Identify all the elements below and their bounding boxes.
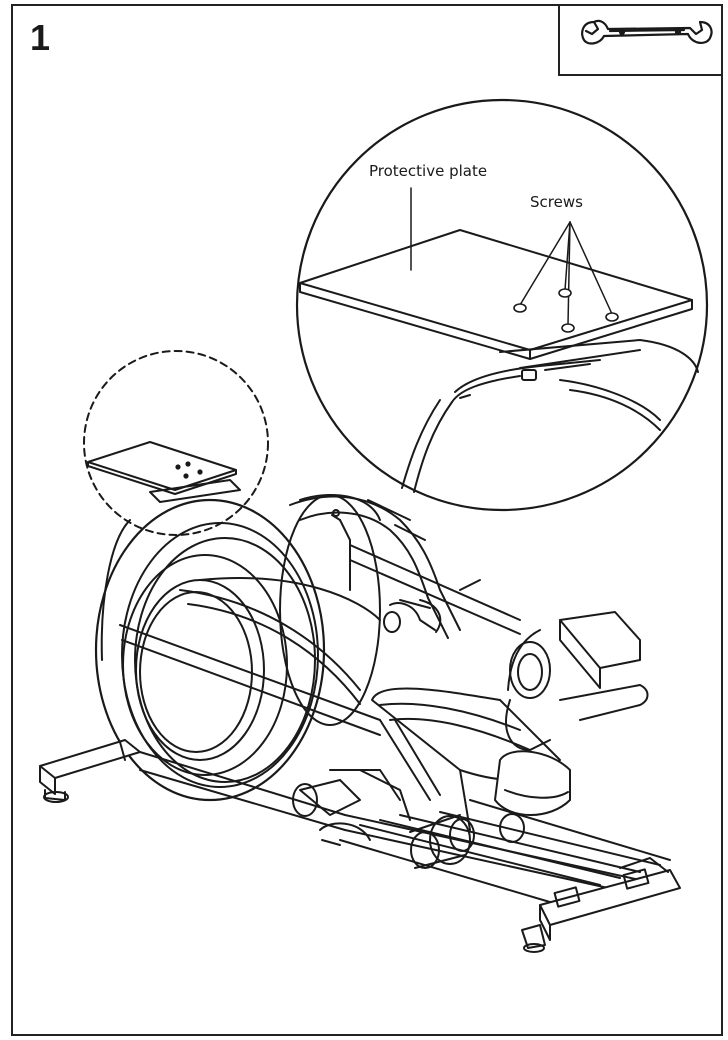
detail-magnifier-circle <box>295 98 709 512</box>
protective-plate-label: Protective plate <box>369 162 488 180</box>
front-roller-left <box>410 831 440 869</box>
right-pedal <box>494 750 571 816</box>
detail-protective-plate <box>299 229 693 351</box>
detail-screws <box>513 288 619 333</box>
step-number: 1 <box>30 17 51 58</box>
wrench-icon <box>581 19 713 45</box>
screws-label: Screws <box>530 193 583 211</box>
dashed-reference-circle <box>83 350 269 536</box>
tool-box <box>558 4 723 76</box>
console <box>559 611 641 669</box>
step-frame <box>11 4 723 1036</box>
left-handlebar <box>289 495 461 631</box>
